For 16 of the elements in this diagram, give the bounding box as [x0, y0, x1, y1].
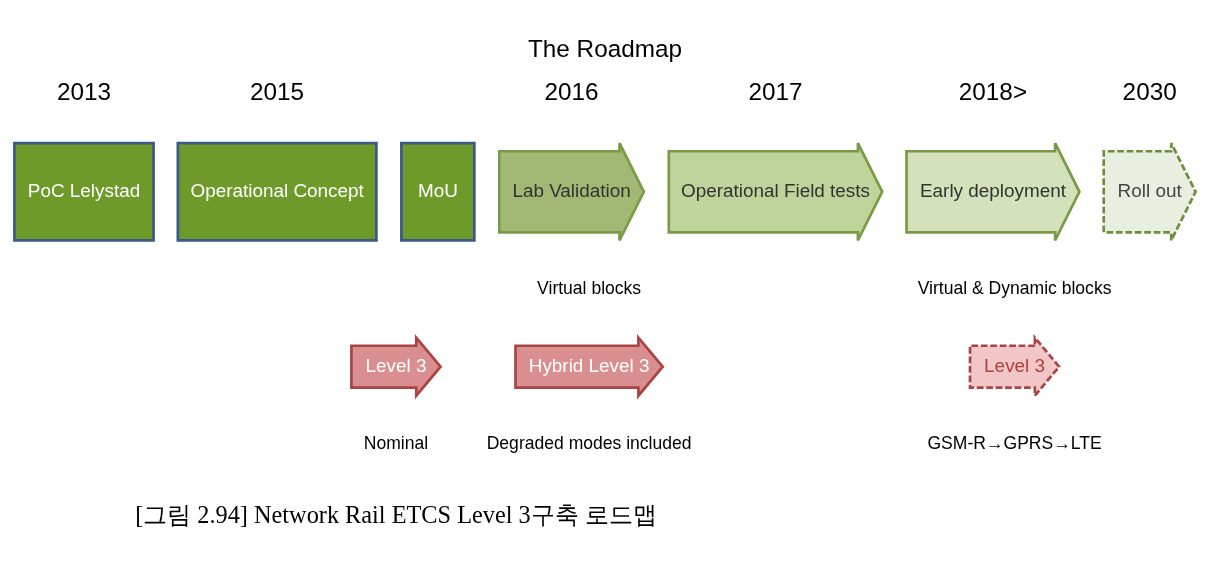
- node-label: 2018>: [958, 77, 1028, 105]
- node-label: Virtual & Dynamic blocks: [917, 277, 1112, 298]
- node-label: 2017: [748, 77, 803, 105]
- node-box: MoU: [400, 141, 476, 242]
- node-label: 2016: [544, 77, 599, 105]
- node-label: 2015: [250, 77, 305, 105]
- node-label: Degraded modes included: [486, 432, 692, 453]
- node-box: PoC Lelystad: [13, 141, 155, 242]
- node-label: Nominal: [363, 432, 429, 453]
- caption: [그림 2.94] Network Rail ETCS Level 3구축 로드맵: [135, 500, 657, 528]
- node-label: 2013: [56, 77, 112, 105]
- node-box: Operational Concept: [176, 141, 378, 242]
- diagram-title: The Roadmap: [528, 34, 682, 62]
- node-label: 2030: [1122, 77, 1177, 105]
- node-label: Virtual blocks: [537, 277, 642, 298]
- node-label: GSM-R→GPRS→LTE: [927, 432, 1102, 453]
